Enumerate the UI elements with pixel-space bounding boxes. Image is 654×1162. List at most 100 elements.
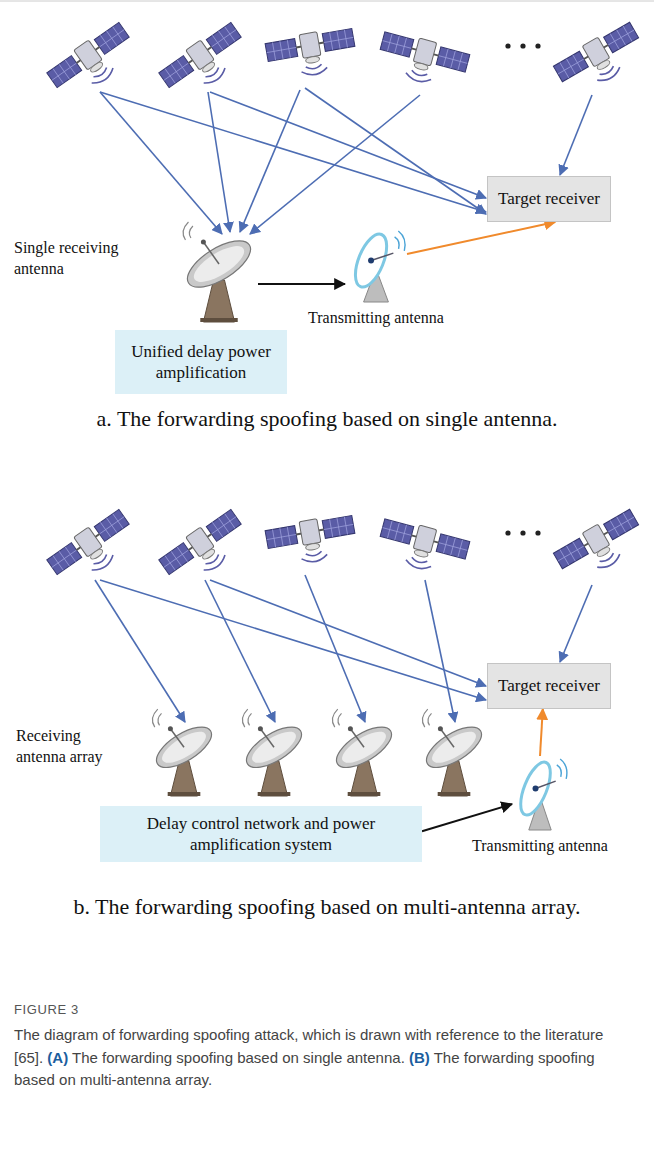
drawing-part — [558, 546, 584, 561]
drawing-part — [382, 41, 411, 49]
drawing-part — [558, 59, 584, 74]
drawing-part — [267, 47, 297, 52]
ellipsis-dot — [535, 43, 540, 48]
drawing-part — [158, 713, 162, 725]
satellite-icon — [265, 513, 359, 570]
drawing-part — [180, 232, 257, 296]
drawing-part — [92, 68, 116, 87]
drawing-part — [201, 61, 216, 74]
drawing-part — [205, 68, 220, 80]
process-box: Delay control network and power amplific… — [100, 806, 422, 862]
satellite-icon — [375, 516, 471, 579]
drawing-part — [413, 38, 437, 66]
drawing-part — [150, 719, 217, 775]
signal-arrow — [560, 585, 592, 662]
drawing-part — [557, 765, 562, 777]
drawing-part — [203, 242, 219, 264]
satellite-icon — [552, 20, 649, 100]
ellipsis-dot — [505, 43, 510, 48]
drawing-part — [405, 560, 431, 572]
drawing-part — [302, 554, 328, 563]
connector-arrow — [407, 222, 555, 254]
drawing-part — [94, 22, 129, 54]
dish-bowl — [180, 232, 257, 296]
drawing-part — [348, 792, 381, 796]
drawing-part — [183, 222, 188, 240]
drawing-part — [338, 726, 391, 769]
receiving-antenna: Receiving antenna array — [150, 712, 490, 796]
receiving-antenna: Single receiving antenna — [180, 222, 258, 322]
antenna-drawing — [512, 756, 568, 830]
box-label: Target receiver — [498, 188, 600, 209]
drawing-part — [398, 231, 405, 251]
drawing-part — [414, 62, 429, 71]
drawing-part — [395, 237, 400, 249]
antenna-label: Receiving antenna array — [16, 726, 134, 768]
drawing-part — [560, 759, 567, 779]
connector-arrow — [422, 804, 512, 831]
drawing-part — [189, 226, 193, 238]
drawing-part — [380, 32, 414, 57]
drawing-part — [302, 67, 328, 76]
drawing-part — [371, 253, 393, 260]
caption-part: (B) — [409, 1049, 430, 1066]
dish-bowl — [240, 719, 307, 775]
drawing-part — [206, 22, 241, 54]
transmitting-antenna: Transmitting antenna — [345, 228, 407, 302]
drawing-part — [299, 519, 321, 546]
antenna-drawing — [180, 222, 258, 322]
drawing-part — [200, 318, 237, 322]
drawing-part — [248, 713, 252, 725]
signal-arrow — [425, 580, 455, 722]
drawing-part — [258, 726, 263, 731]
drawing-part — [414, 549, 429, 558]
drawing-part — [440, 729, 454, 747]
satellite-icon — [375, 29, 471, 92]
box-label: Delay control network and power amplific… — [108, 813, 414, 856]
drawing-part — [159, 543, 194, 575]
array-dish — [150, 709, 217, 796]
drawing-part — [159, 56, 194, 88]
satellite-icon — [45, 507, 141, 592]
drawing-part — [338, 713, 342, 725]
drawing-part — [211, 30, 236, 47]
drawing-part — [380, 519, 414, 544]
drawing-part — [305, 56, 320, 64]
drawing-part — [600, 66, 615, 77]
antenna-drawing — [150, 712, 490, 796]
drawing-part — [92, 555, 116, 574]
panel-caption: b. The forwarding spoofing based on mult… — [57, 892, 597, 922]
drawing-part — [597, 67, 622, 84]
drawing-part — [267, 534, 297, 539]
drawing-part — [201, 240, 206, 245]
drawing-part — [436, 534, 470, 559]
drawing-part — [168, 792, 201, 796]
antenna-drawing — [345, 228, 407, 302]
drawing-part — [265, 39, 298, 62]
drawing-part — [189, 239, 250, 288]
drawing-part — [411, 70, 427, 77]
drawing-part — [405, 73, 431, 85]
drawing-part — [305, 543, 320, 551]
drawing-part — [205, 555, 220, 567]
drawing-part — [89, 548, 104, 561]
drawing-part — [99, 517, 124, 534]
drawing-part — [204, 68, 228, 87]
drawing-part — [439, 543, 468, 551]
satellite-icon — [552, 507, 649, 587]
box-label: Unified delay power amplification — [123, 341, 279, 384]
drawing-part — [242, 709, 247, 727]
drawing-part — [211, 517, 236, 534]
drawing-part — [596, 59, 611, 71]
drawing-part — [260, 729, 274, 747]
drawing-part — [93, 555, 108, 567]
drawing-part — [608, 517, 634, 532]
connector-arrow — [258, 283, 345, 285]
drawing-part — [438, 792, 471, 796]
antenna-label: Transmitting antenna — [298, 308, 454, 329]
box-label: Target receiver — [498, 675, 600, 696]
transmitting-antenna: Transmitting antenna — [512, 756, 568, 830]
drawing-part — [248, 726, 301, 769]
signal-arrow — [250, 95, 420, 234]
